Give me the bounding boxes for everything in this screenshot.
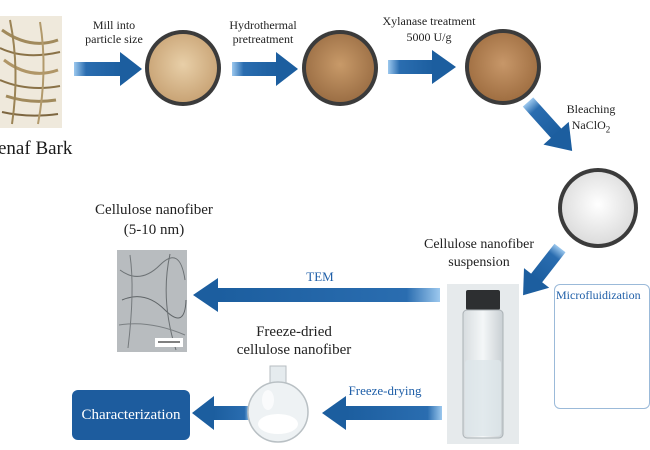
tem-image (117, 250, 187, 352)
xylanase-label-line1: Xylanase treatment (382, 14, 476, 28)
suspension-label-line1: Cellulose nanofiber (423, 237, 535, 252)
hydrothermal-label-line1: Hydrothermal (229, 18, 297, 32)
cnf-label-line2: (5-10 nm) (123, 222, 185, 238)
freeze-dried-flask-image (247, 365, 309, 443)
bleaching-reagent-subscript: 2 (605, 124, 611, 135)
kenaf-bark-label: enaf Bark (0, 138, 73, 159)
mill-label-line1: Mill into (92, 18, 136, 32)
arrow-tem (193, 278, 440, 312)
mill-label-line2: particle size (85, 32, 143, 46)
tem-label: TEM (306, 269, 334, 284)
xylanase-powder-dish (465, 29, 541, 105)
xylanase-label-line2: 5000 U/g (406, 30, 452, 44)
freeze-dried-label-line1: Freeze-dried (256, 324, 332, 340)
freeze-drying-label: Freeze-drying (348, 383, 422, 398)
arrow-xylanase (388, 50, 456, 84)
hydrothermal-label-line2: pretreatment (232, 32, 294, 46)
suspension-label-line2: suspension (448, 255, 510, 270)
arrow-characterization (192, 396, 250, 430)
cnf-label-line1: Cellulose nanofiber (95, 202, 213, 218)
arrow-microfluidization (523, 243, 566, 296)
arrow-bleaching (522, 97, 573, 152)
arrow-hydrothermal (232, 52, 298, 86)
bleached-powder-dish (558, 168, 638, 248)
milled-powder-dish (145, 30, 221, 106)
bleaching-label-line1: Bleaching (566, 102, 616, 116)
characterization-box: Characterization (72, 390, 190, 440)
kenaf-bark-image (0, 16, 62, 128)
microfluidization-panel (554, 284, 650, 409)
arrow-mill (74, 52, 142, 86)
hydrothermal-powder-dish (302, 30, 378, 106)
bleaching-label-line2: NaClO2 (556, 118, 626, 136)
microfluidization-label: Microfluidization (556, 288, 641, 302)
arrow-freeze-drying (322, 396, 442, 430)
suspension-vial-image (447, 284, 519, 444)
bleaching-reagent: NaClO (571, 118, 606, 132)
freeze-dried-label-line2: cellulose nanofiber (236, 342, 352, 358)
